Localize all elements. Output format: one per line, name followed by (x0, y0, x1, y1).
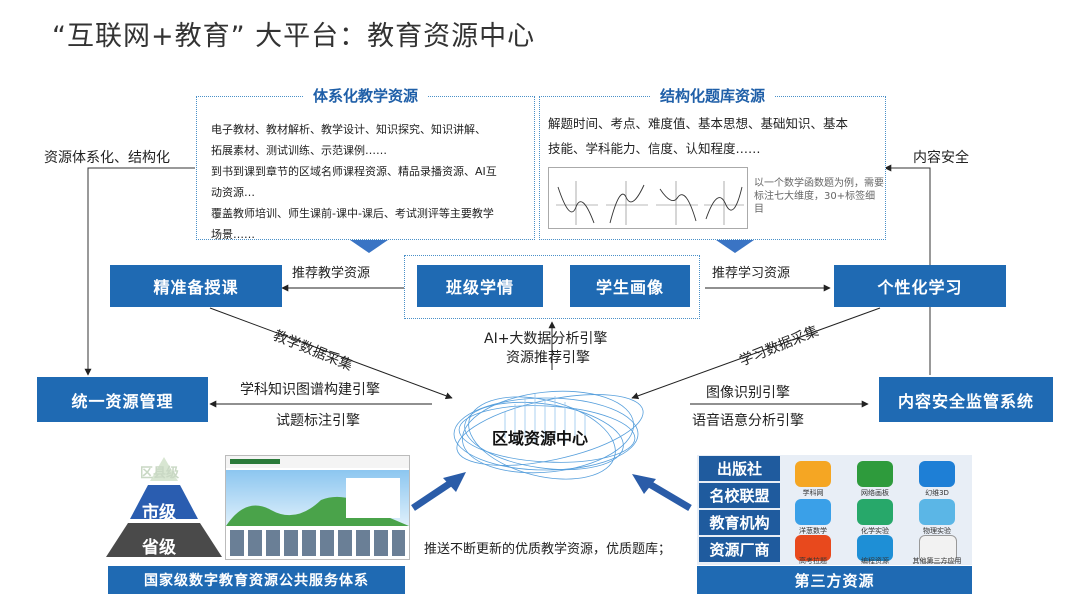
third-party-row-school-alliance[interactable]: 名校联盟 (699, 483, 780, 508)
3d-app-icon[interactable] (919, 461, 955, 487)
image-recognition-engine-label: 图像识别引擎 (706, 385, 790, 401)
recommend-learning-label: 推荐学习资源 (712, 266, 791, 281)
onion-math-app-icon[interactable] (795, 499, 831, 525)
teaching-line: 场景…… (211, 228, 255, 241)
question-bank-text: 解题时间、考点、难度值、基本思想、基础知识、基本 技能、学科能力、信度、认知程度… (548, 111, 880, 161)
teaching-line: 拓展素材、测试训练、示范课例…… (211, 144, 387, 157)
knowledge-graph-engine-label: 学科知识图谱构建引擎 (240, 382, 380, 398)
app-label: 化学实验 (861, 527, 889, 535)
national-service-system-label: 国家级数字教育资源公共服务体系 (108, 566, 405, 594)
app-label: 其他第三方应用 (912, 557, 962, 565)
app-label: 物理实验 (923, 527, 951, 535)
third-party-app-grid: 学科网 网络画板 幻维3D 洋葱数学 化学实验 物理实验 高考拉题 编程资源 其… (785, 455, 972, 565)
third-party-resources-label: 第三方资源 (697, 566, 972, 594)
third-party-row-publisher[interactable]: 出版社 (699, 456, 780, 481)
question-bank-header: 结构化题库资源 (649, 87, 775, 105)
pyramid-county-level: 区县级 (140, 466, 180, 481)
physics-lab-app-icon[interactable] (919, 499, 955, 525)
other-apps-icon[interactable] (919, 535, 957, 563)
recommend-teaching-label: 推荐教学资源 (292, 266, 371, 281)
recommend-engine-label: 资源推荐引擎 (506, 350, 590, 366)
question-bank-box: 结构化题库资源 解题时间、考点、难度值、基本思想、基础知识、基本 技能、学科能力… (539, 87, 886, 240)
content-security-system-button[interactable]: 内容安全监管系统 (879, 377, 1053, 422)
programming-app-icon[interactable] (857, 535, 893, 561)
push-resources-label: 推送不断更新的优质教学资源，优质题库； (424, 542, 672, 557)
teaching-line: 电子教材、教材解析、教学设计、知识探究、知识讲解、 (211, 123, 486, 136)
teaching-resources-header: 体系化教学资源 (302, 87, 428, 105)
teaching-line: 动资源… (211, 186, 255, 199)
app-label: 洋葱数学 (799, 527, 827, 535)
question-example-note: 以一个数学函数题为例，需要标注七大维度，30+标签细目 (754, 178, 884, 215)
ai-engine-label: AI+大数据分析引擎 (484, 331, 608, 347)
side-label-right: 内容安全 (913, 150, 969, 166)
question-line: 解题时间、考点、难度值、基本思想、基础知识、基本 (548, 116, 849, 131)
app-label: 学科网 (802, 489, 824, 497)
pyramid-levels (106, 457, 222, 557)
math-function-example-image (548, 167, 748, 229)
student-portrait-button[interactable]: 学生画像 (570, 265, 690, 307)
third-party-row-education-institution[interactable]: 教育机构 (699, 510, 780, 535)
exam-app-icon[interactable] (795, 535, 831, 561)
regional-resource-center-label: 区域资源中心 (492, 429, 589, 448)
xuekewang-app-icon[interactable] (795, 461, 831, 487)
pyramid-city-level: 市级 (142, 503, 176, 523)
side-label-left: 资源体系化、结构化 (44, 150, 170, 166)
third-party-row-resource-vendor[interactable]: 资源厂商 (699, 537, 780, 562)
class-status-button[interactable]: 班级学情 (417, 265, 543, 307)
pyramid-province-level: 省级 (142, 538, 176, 558)
app-label: 高考拉题 (799, 557, 827, 565)
teaching-resources-box: 体系化教学资源 电子教材、教材解析、教学设计、知识探究、知识讲解、 拓展素材、测… (196, 87, 535, 241)
app-label: 编程资源 (861, 557, 889, 565)
precise-teaching-button[interactable]: 精准备授课 (110, 265, 282, 307)
app-label: 幻维3D (925, 489, 949, 497)
national-platform-screenshot (225, 455, 410, 560)
teaching-line: 到书到课到章节的区域名师课程资源、精品录播资源、AI互 (211, 165, 497, 178)
personalized-learning-button[interactable]: 个性化学习 (834, 265, 1006, 307)
network-board-app-icon[interactable] (857, 461, 893, 487)
teaching-resources-text: 电子教材、教材解析、教学设计、知识探究、知识讲解、 拓展素材、测试训练、示范课例… (211, 119, 529, 245)
chemistry-lab-app-icon[interactable] (857, 499, 893, 525)
app-label: 网络画板 (861, 489, 889, 497)
voice-semantic-engine-label: 语音语意分析引擎 (692, 413, 804, 429)
teaching-line: 覆盖教师培训、师生课前-课中-课后、考试测评等主要教学 (211, 207, 494, 220)
question-tag-engine-label: 试题标注引擎 (276, 413, 360, 429)
question-line: 技能、学科能力、信度、认知程度…… (548, 141, 761, 156)
page-title: “互联网+教育” 大平台：教育资源中心 (52, 21, 536, 52)
unified-resource-management-button[interactable]: 统一资源管理 (37, 377, 208, 422)
